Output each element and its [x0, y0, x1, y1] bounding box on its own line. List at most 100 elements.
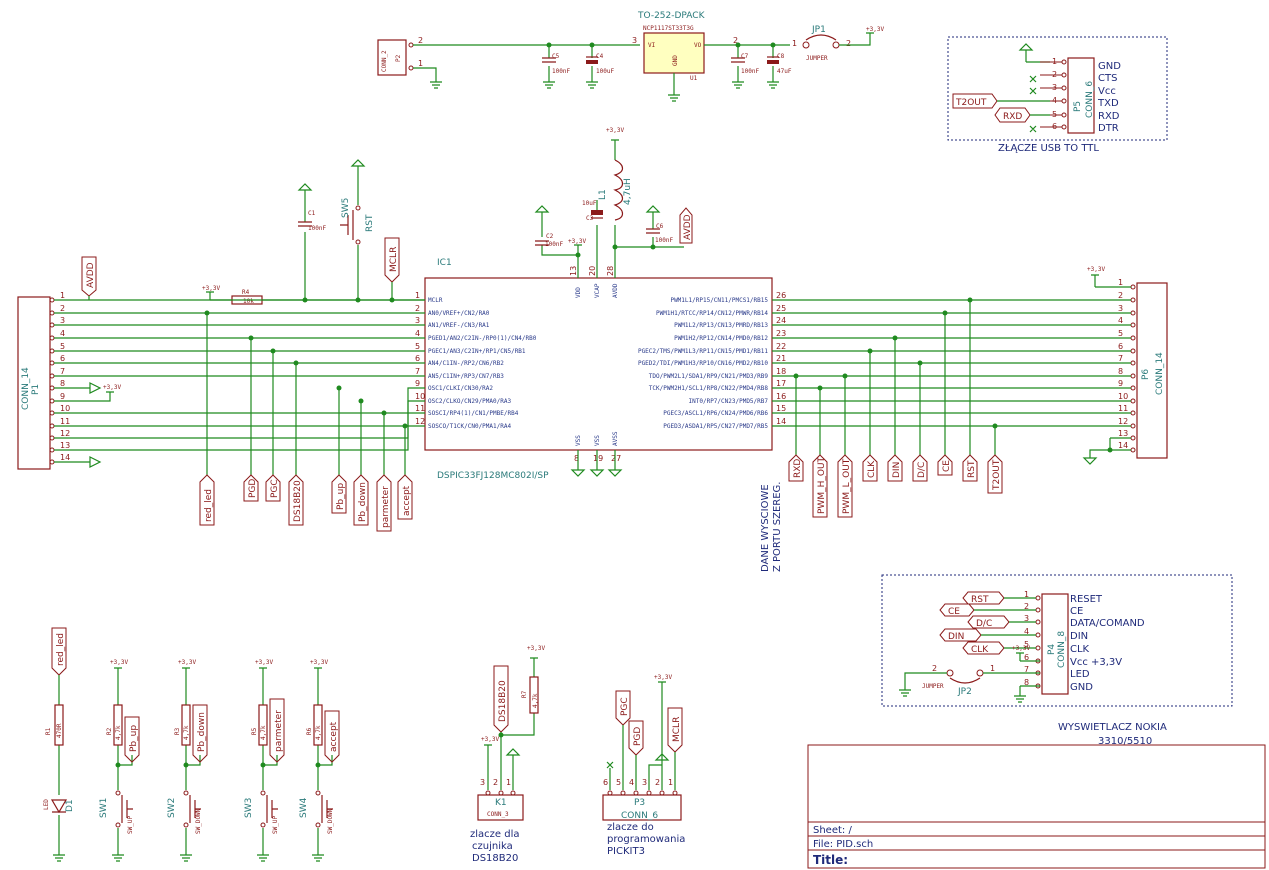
ic1-right-pin-name: PGED3/ASDA1/RP5/CN27/PMD7/RB5 — [663, 423, 768, 430]
p1-pin-num: 6 — [60, 354, 65, 363]
p6-ref: P6 — [1141, 369, 1151, 380]
p3-vcc: +3,3V — [654, 674, 672, 681]
p4-pin-label: LED — [1070, 669, 1090, 680]
p5-pin — [1061, 112, 1067, 118]
p6-pin — [1130, 435, 1136, 441]
p3-pin-num: 3 — [642, 778, 647, 787]
p1-pin-num: 9 — [60, 392, 65, 401]
p1-pin-num: 4 — [60, 329, 65, 338]
ic1-left-pin-name: AN1/VREF-/CN3/RA1 — [428, 322, 490, 329]
regulator-ref: U1 — [690, 75, 698, 82]
p6-pin-num: 9 — [1118, 379, 1123, 388]
r1-ref: R1 — [45, 727, 52, 735]
p6-pin-num: 1 — [1118, 278, 1123, 287]
p6-pin — [1130, 447, 1136, 453]
p3-pin — [633, 790, 639, 796]
right-net-shape — [937, 454, 953, 476]
c2-ref: C2 — [546, 233, 554, 240]
ic1-top-pin-name: VCAP — [594, 283, 601, 298]
ic1-left-pin-name: PGED1/AN2/C2IN-/RP0(1)/CN4/RB0 — [428, 335, 537, 342]
mclr-label: MCLR — [389, 247, 399, 272]
p6-pin-num: 6 — [1118, 342, 1123, 351]
ic1-left-pin-name: OSC1/CLKI/CN30/RA2 — [428, 385, 493, 392]
switch-net-shape — [192, 704, 208, 763]
c8-ref: C8 — [777, 53, 785, 60]
junction-left-net — [381, 410, 387, 416]
p6-pin-num: 2 — [1118, 291, 1123, 300]
r7-ref: R7 — [521, 690, 528, 698]
r6-ref: R6 — [306, 727, 313, 735]
left-net-label: DS18B20 — [293, 480, 303, 522]
switch-ref: SW1 — [99, 798, 109, 818]
p5-pin — [1061, 72, 1067, 78]
jp1-ref: JP1 — [811, 25, 826, 35]
p2-pin1: 1 — [418, 59, 423, 68]
c1-value: 100nF — [308, 225, 326, 232]
svg-text:+3,3V: +3,3V — [178, 659, 196, 666]
p4-pin-num: 3 — [1024, 614, 1029, 623]
p4-pin-label: CLK — [1070, 644, 1090, 655]
r4-value: 10k — [243, 298, 254, 305]
p4-pin-label: RESET — [1070, 594, 1103, 605]
p3-note-3: PICKIT3 — [607, 846, 645, 857]
p6-pin-num: 4 — [1118, 316, 1123, 325]
p1-pin9-vcc: +3,3V — [103, 384, 121, 391]
left-net-label: parmeter — [381, 486, 391, 528]
ic1-top-pin-num: 20 — [588, 266, 597, 276]
p6-pin-num: 8 — [1118, 367, 1123, 376]
jp2-ref: JP2 — [957, 687, 972, 697]
left-net-shape — [397, 474, 413, 520]
right-net-label: T2OUT — [992, 459, 1002, 491]
p6-pin — [1130, 410, 1136, 416]
p4-net-label: D/C — [976, 619, 992, 629]
ic1-gnd-symbol — [570, 450, 586, 477]
r7-vcc: +3,3V — [527, 645, 545, 652]
switch-value: SW_UP — [272, 816, 279, 834]
left-net-shape — [376, 474, 392, 532]
ic1-left-pin-num: 12 — [415, 417, 425, 426]
k1-ref: K1 — [495, 798, 507, 808]
ic1-left-pin-name: OSC2/CLKO/CN29/PMA0/RA3 — [428, 398, 511, 405]
k1-note-3: DS18B20 — [472, 853, 518, 864]
ic1-left-pin-name: SOSCO/T1CK/CN0/PMA1/RA4 — [428, 423, 511, 430]
p4-pin-label: DATA/COMAND — [1070, 618, 1145, 629]
switch-value: SW_DOWN — [195, 808, 202, 834]
p4-pin-label: Vcc +3,3V — [1070, 657, 1122, 668]
k1-net: DS18B20 — [498, 680, 508, 722]
ic1-right-pin-name: PWM1H2/RP12/CN14/PMD0/RB12 — [674, 335, 768, 342]
p3-ref: P3 — [634, 798, 645, 808]
mclr-network: C1 100nF SW5 RST MCLR +3,3V R4 10k — [202, 159, 425, 305]
ic1-left-pin-name: PGEC1/AN3/C2IN+/RP1/CN5/RB1 — [428, 348, 526, 355]
c6-value: 100nF — [655, 237, 673, 244]
p5-body — [1067, 57, 1095, 134]
left-net-shape — [353, 474, 369, 526]
switch-ref: SW4 — [299, 797, 309, 818]
avdd-label-left: AVDD — [86, 262, 96, 288]
wire-p6-gnd — [1082, 437, 1131, 465]
r5-value: 4,7k — [260, 725, 267, 740]
right-net-label: DIN — [892, 462, 902, 478]
p4-body — [1041, 593, 1069, 695]
junction-left-net — [336, 385, 342, 391]
usb-ttl-title: ZŁĄCZE USB TO TTL — [998, 143, 1099, 154]
ic1-right-pin-num: 18 — [776, 367, 786, 376]
p4-pin-num: 1 — [1024, 590, 1029, 599]
switch-ref: SW2 — [167, 798, 177, 818]
p4-pin-num: 8 — [1024, 678, 1029, 687]
p4-pin-label: CE — [1070, 606, 1083, 617]
left-net-shape — [265, 474, 281, 502]
switch-net-shape — [269, 698, 285, 763]
wire-p1-pin8-gnd — [54, 382, 102, 394]
p5-label-3: Vcc — [1098, 86, 1116, 97]
ic1-left-pin-name: AN4/C1IN-/RP2/CN6/RB2 — [428, 360, 504, 367]
left-net-label: red_led — [204, 489, 214, 522]
ic1-right-pin-num: 23 — [776, 329, 786, 338]
ic1-ref: IC1 — [437, 258, 452, 268]
ic1-supply: C2 100nF +3,3V 10uF C3 +3,3V L1 4,7uH C6… — [534, 127, 693, 278]
switch-net-label: Pb_up — [129, 725, 139, 752]
left-net-label: Pb_down — [358, 482, 368, 522]
ic1-right-pin-num: 14 — [776, 417, 786, 426]
c7-value: 100nF — [741, 68, 759, 75]
